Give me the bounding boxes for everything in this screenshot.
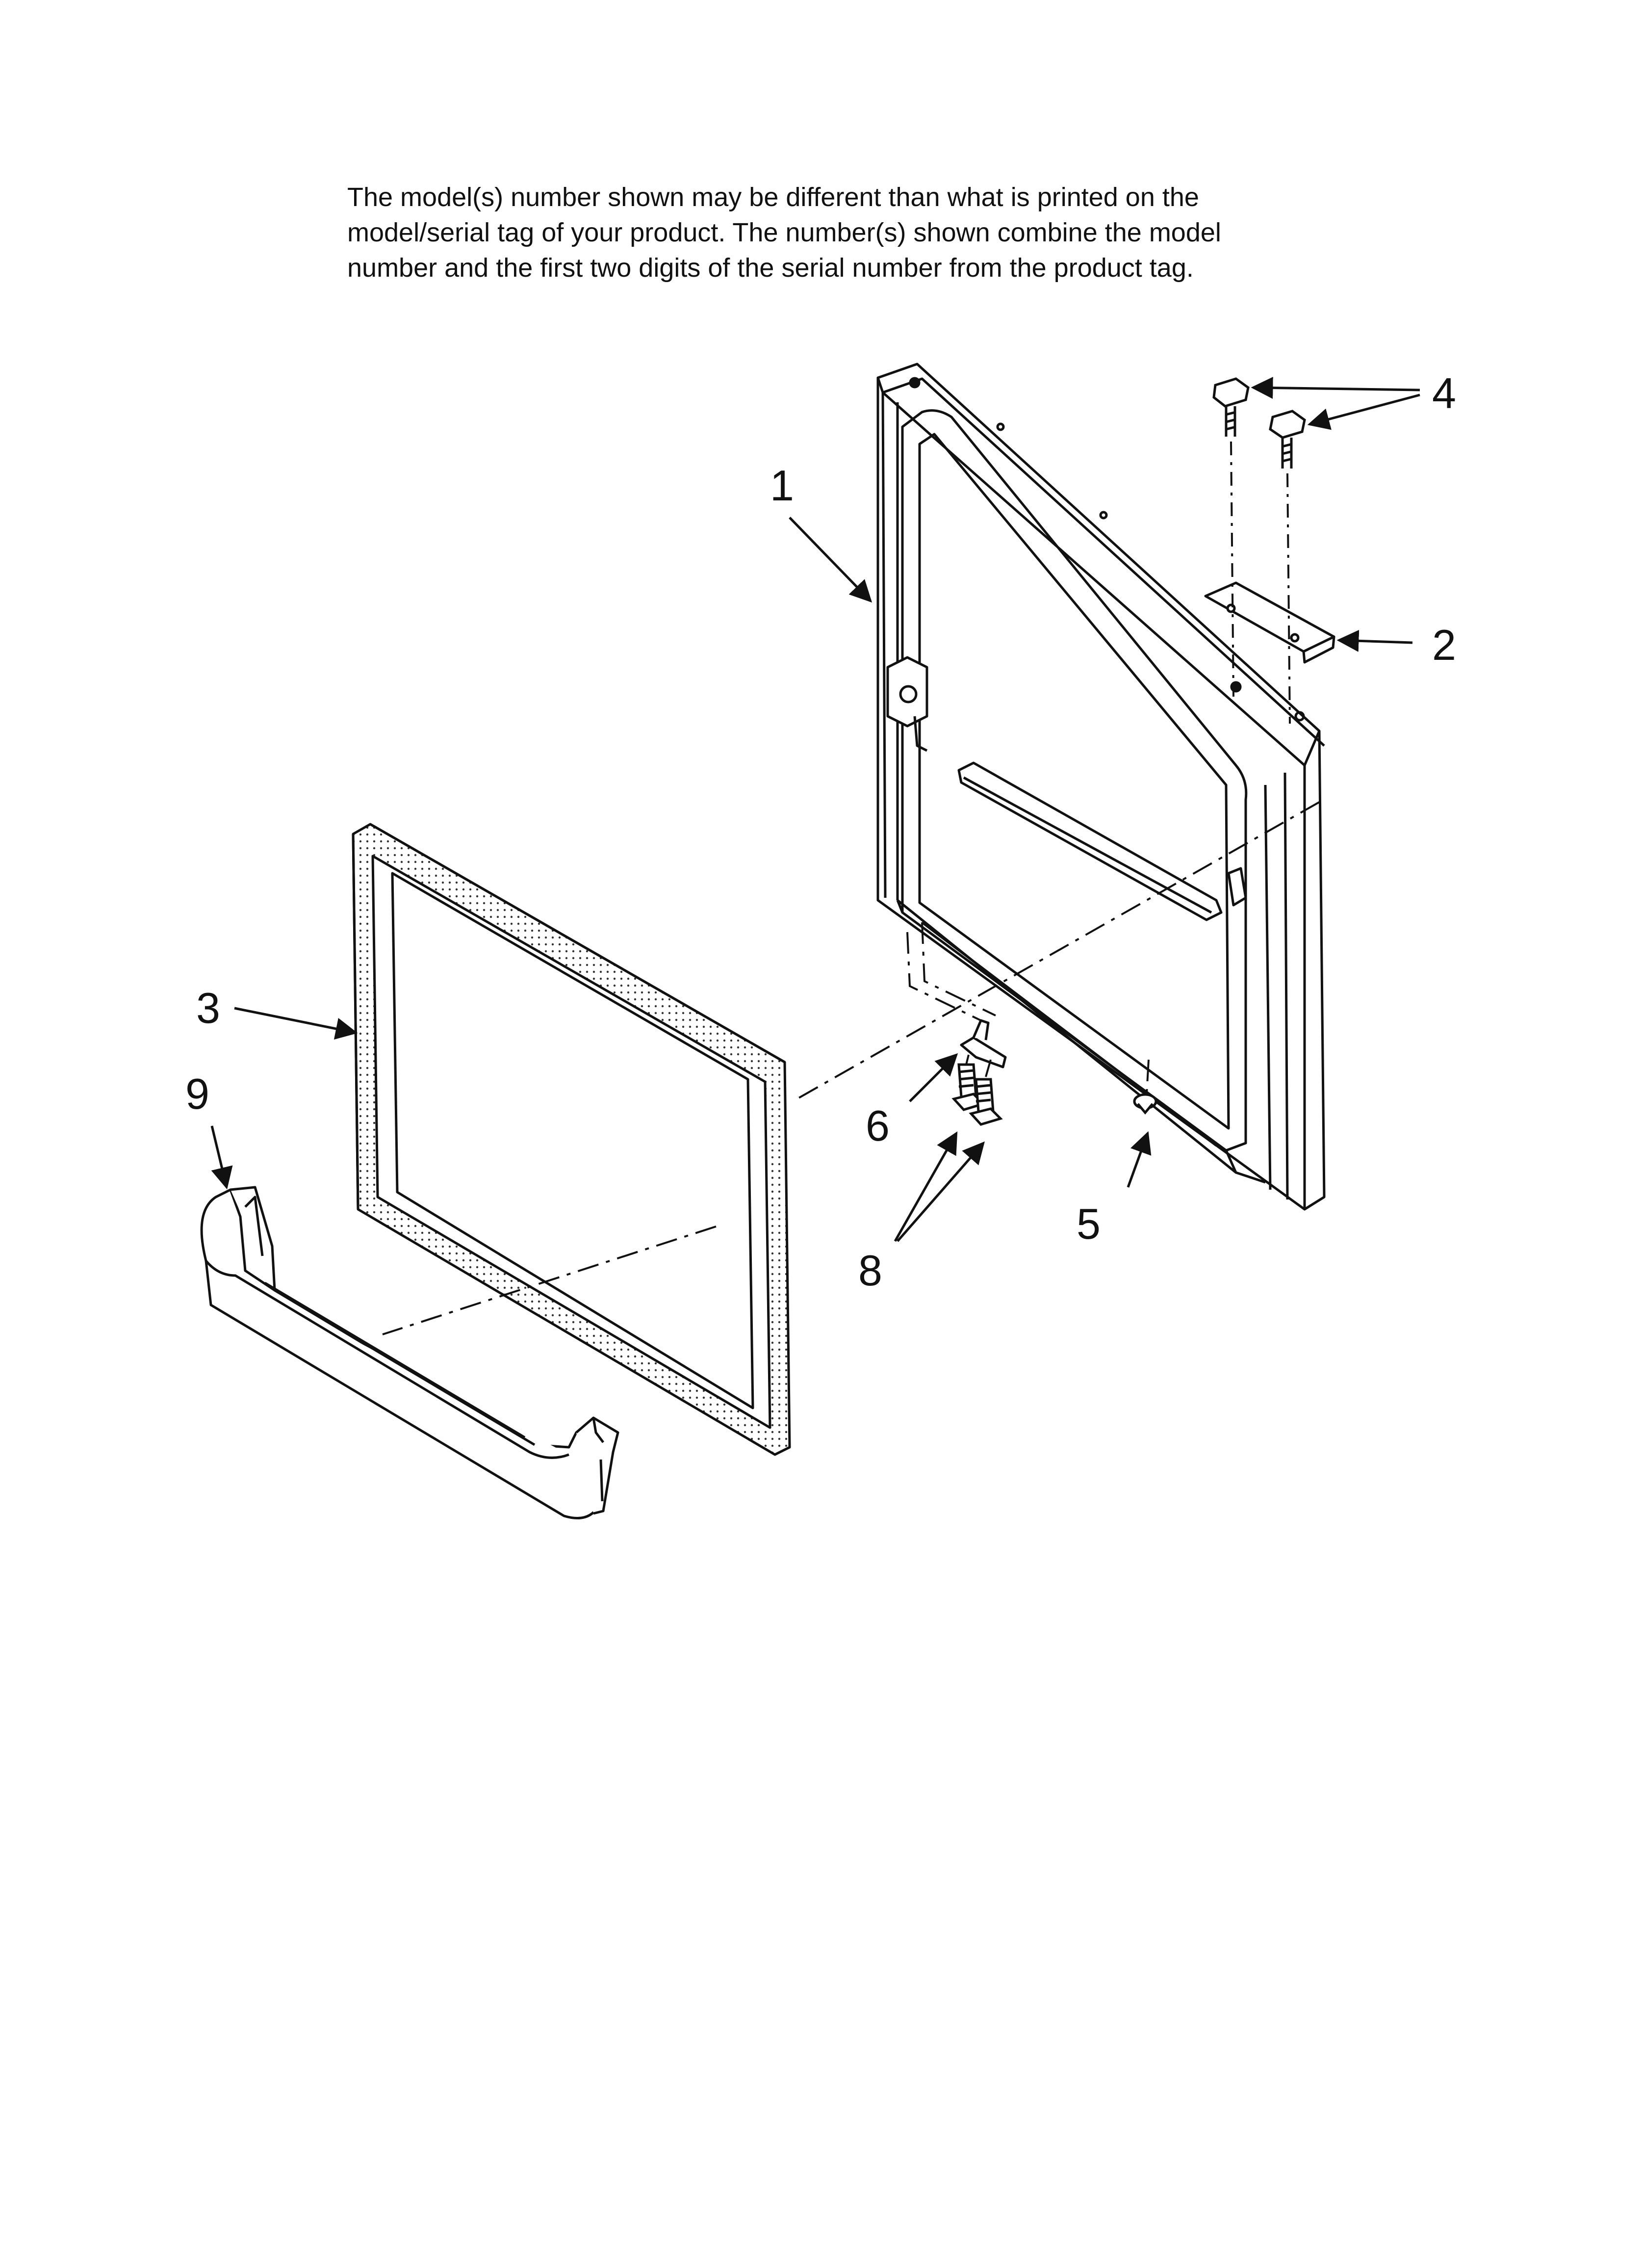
hinge-bracket-plate <box>1206 583 1334 662</box>
note-line-3: number and the first two digits of the s… <box>347 253 1194 283</box>
bracket-screws <box>954 1065 1001 1124</box>
door-bin <box>202 1187 618 1518</box>
note-line-1: The model(s) number shown may be differe… <box>347 182 1199 212</box>
leader-arrows <box>210 377 1420 1242</box>
callout-6: 6 <box>866 1101 890 1150</box>
callout-2: 2 <box>1432 621 1456 669</box>
assembly-centerlines <box>382 801 1320 1335</box>
callout-5: 5 <box>1077 1199 1101 1248</box>
freezer-door <box>878 364 1324 1209</box>
callout-3: 3 <box>196 984 220 1032</box>
callout-4: 4 <box>1432 369 1456 417</box>
top-screw-centerlines <box>1230 441 1291 724</box>
callout-8: 8 <box>858 1246 882 1295</box>
door-plug <box>1134 1095 1156 1113</box>
callout-9: 9 <box>185 1069 209 1118</box>
door-gasket <box>353 824 790 1455</box>
callout-1: 1 <box>770 461 794 510</box>
small-bracket <box>961 1020 1005 1067</box>
model-number-note: The model(s) number shown may be differe… <box>347 180 1426 286</box>
note-line-2: model/serial tag of your product. The nu… <box>347 218 1221 247</box>
top-screws <box>1214 379 1305 469</box>
